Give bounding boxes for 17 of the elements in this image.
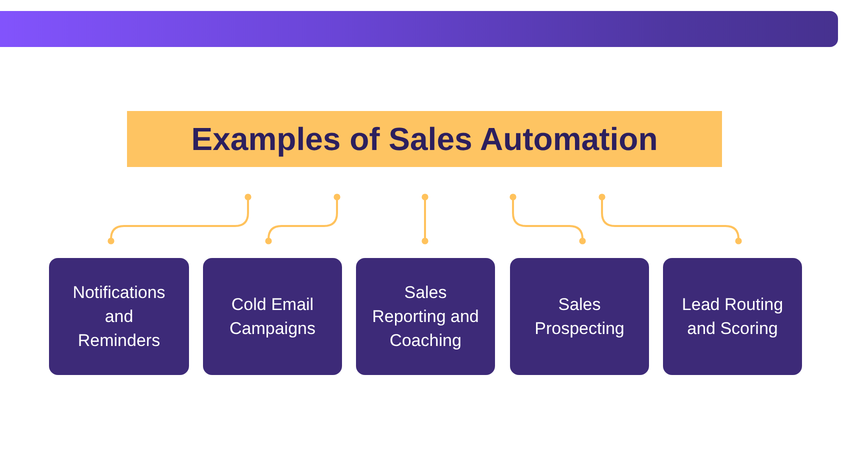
card-label: Sales Prospecting [534,294,626,340]
example-card [203,258,342,375]
connector-line [265,194,340,244]
title-text: Examples of Sales Automation [191,120,658,158]
connector-line [510,194,586,244]
card-label: Sales Reporting and Coaching [371,282,480,352]
title-banner [127,111,722,167]
example-card [510,258,649,375]
card-label: Notifications and Reminders [72,282,166,352]
connector-line [108,194,252,244]
card-label: Cold Email Campaigns [228,294,316,340]
card-label: Lead Routing and Scoring [680,294,784,340]
example-card [49,258,189,375]
example-card [663,258,802,375]
connector-line [422,194,428,244]
connector-line [598,194,742,244]
example-card [356,258,495,375]
